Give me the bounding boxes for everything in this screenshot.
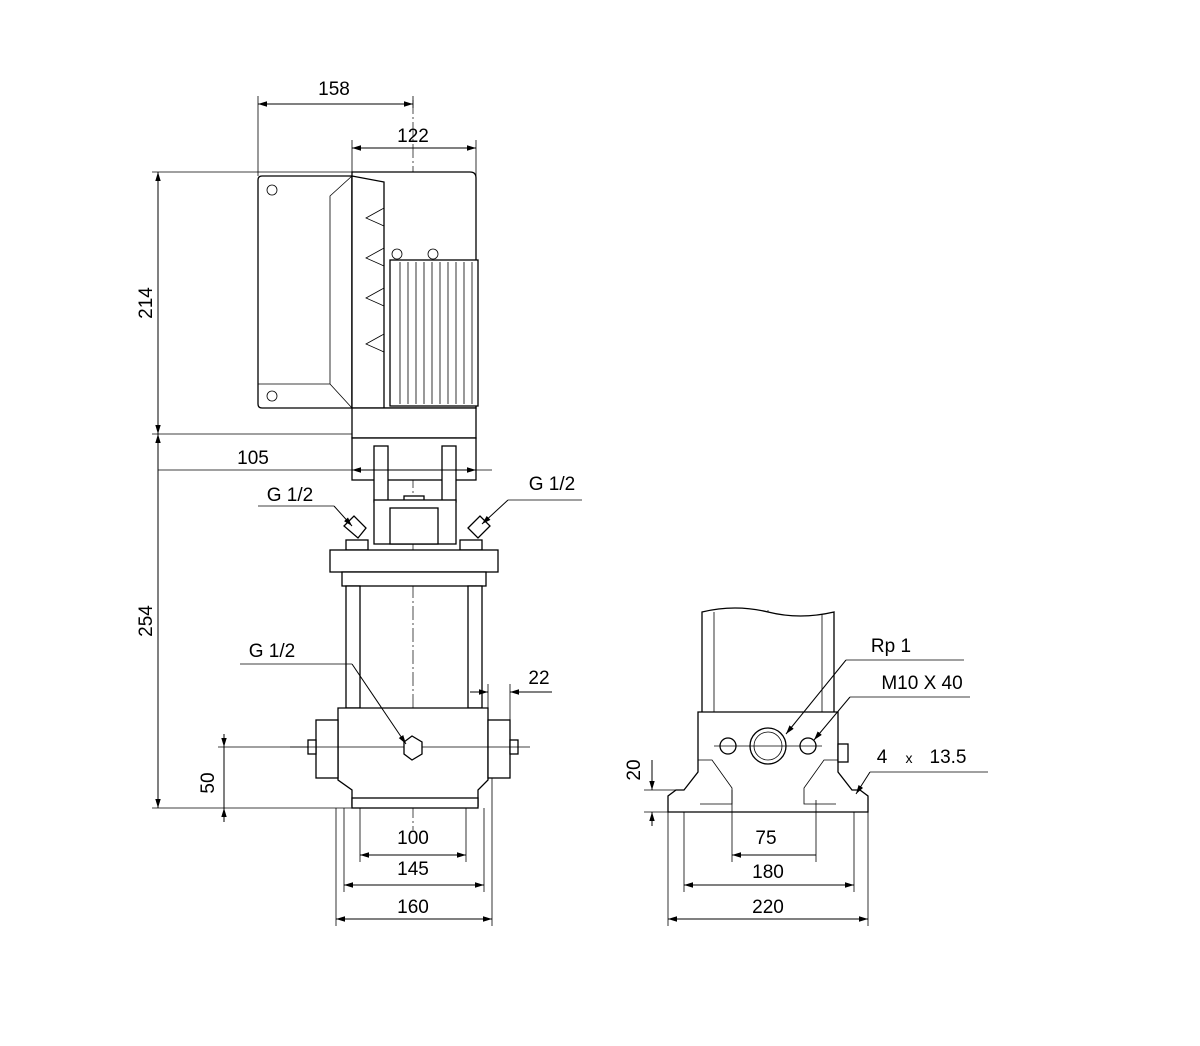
motor-terminal-box — [257, 175, 353, 409]
dim-motor-width: 158 — [318, 79, 350, 100]
dim-inlet-height: 50 — [198, 772, 219, 793]
dim-foot-outer: 160 — [397, 897, 429, 918]
dim-base-total: 220 — [752, 897, 784, 918]
label-port-right: G 1/2 — [529, 474, 575, 495]
pump-sleeve — [345, 585, 483, 709]
dim-foot-inner: 100 — [397, 828, 429, 849]
dim-motor-height: 214 — [136, 287, 157, 319]
side-view: Rp 1 M10 X 40 4 x 13.5 20 75 180 220 — [624, 607, 988, 926]
dim-pump-height: 254 — [136, 605, 157, 637]
dim-base-holes: 180 — [752, 862, 784, 883]
label-hole-diameter: 13.5 — [930, 747, 967, 768]
dim-bolt-spacing: 75 — [755, 828, 776, 849]
pump-head — [329, 539, 499, 587]
front-view: 158 122 214 105 254 50 22 — [136, 79, 582, 926]
dim-base-height: 20 — [624, 759, 645, 780]
motor-flange — [351, 407, 477, 545]
label-bolt: M10 X 40 — [881, 673, 962, 694]
label-inlet: Rp 1 — [871, 636, 911, 657]
motor-body — [351, 171, 479, 409]
dim-adapter-width: 105 — [237, 448, 269, 469]
label-hole-count: 4 — [877, 747, 888, 768]
dim-port-offset: 22 — [528, 668, 549, 689]
label-port-drain: G 1/2 — [249, 641, 295, 662]
pump-base — [290, 707, 530, 809]
label-port-left: G 1/2 — [267, 485, 313, 506]
label-hole-times: x — [906, 750, 913, 766]
dim-motor-top-width: 122 — [397, 126, 429, 147]
dim-foot-mid: 145 — [397, 859, 429, 880]
